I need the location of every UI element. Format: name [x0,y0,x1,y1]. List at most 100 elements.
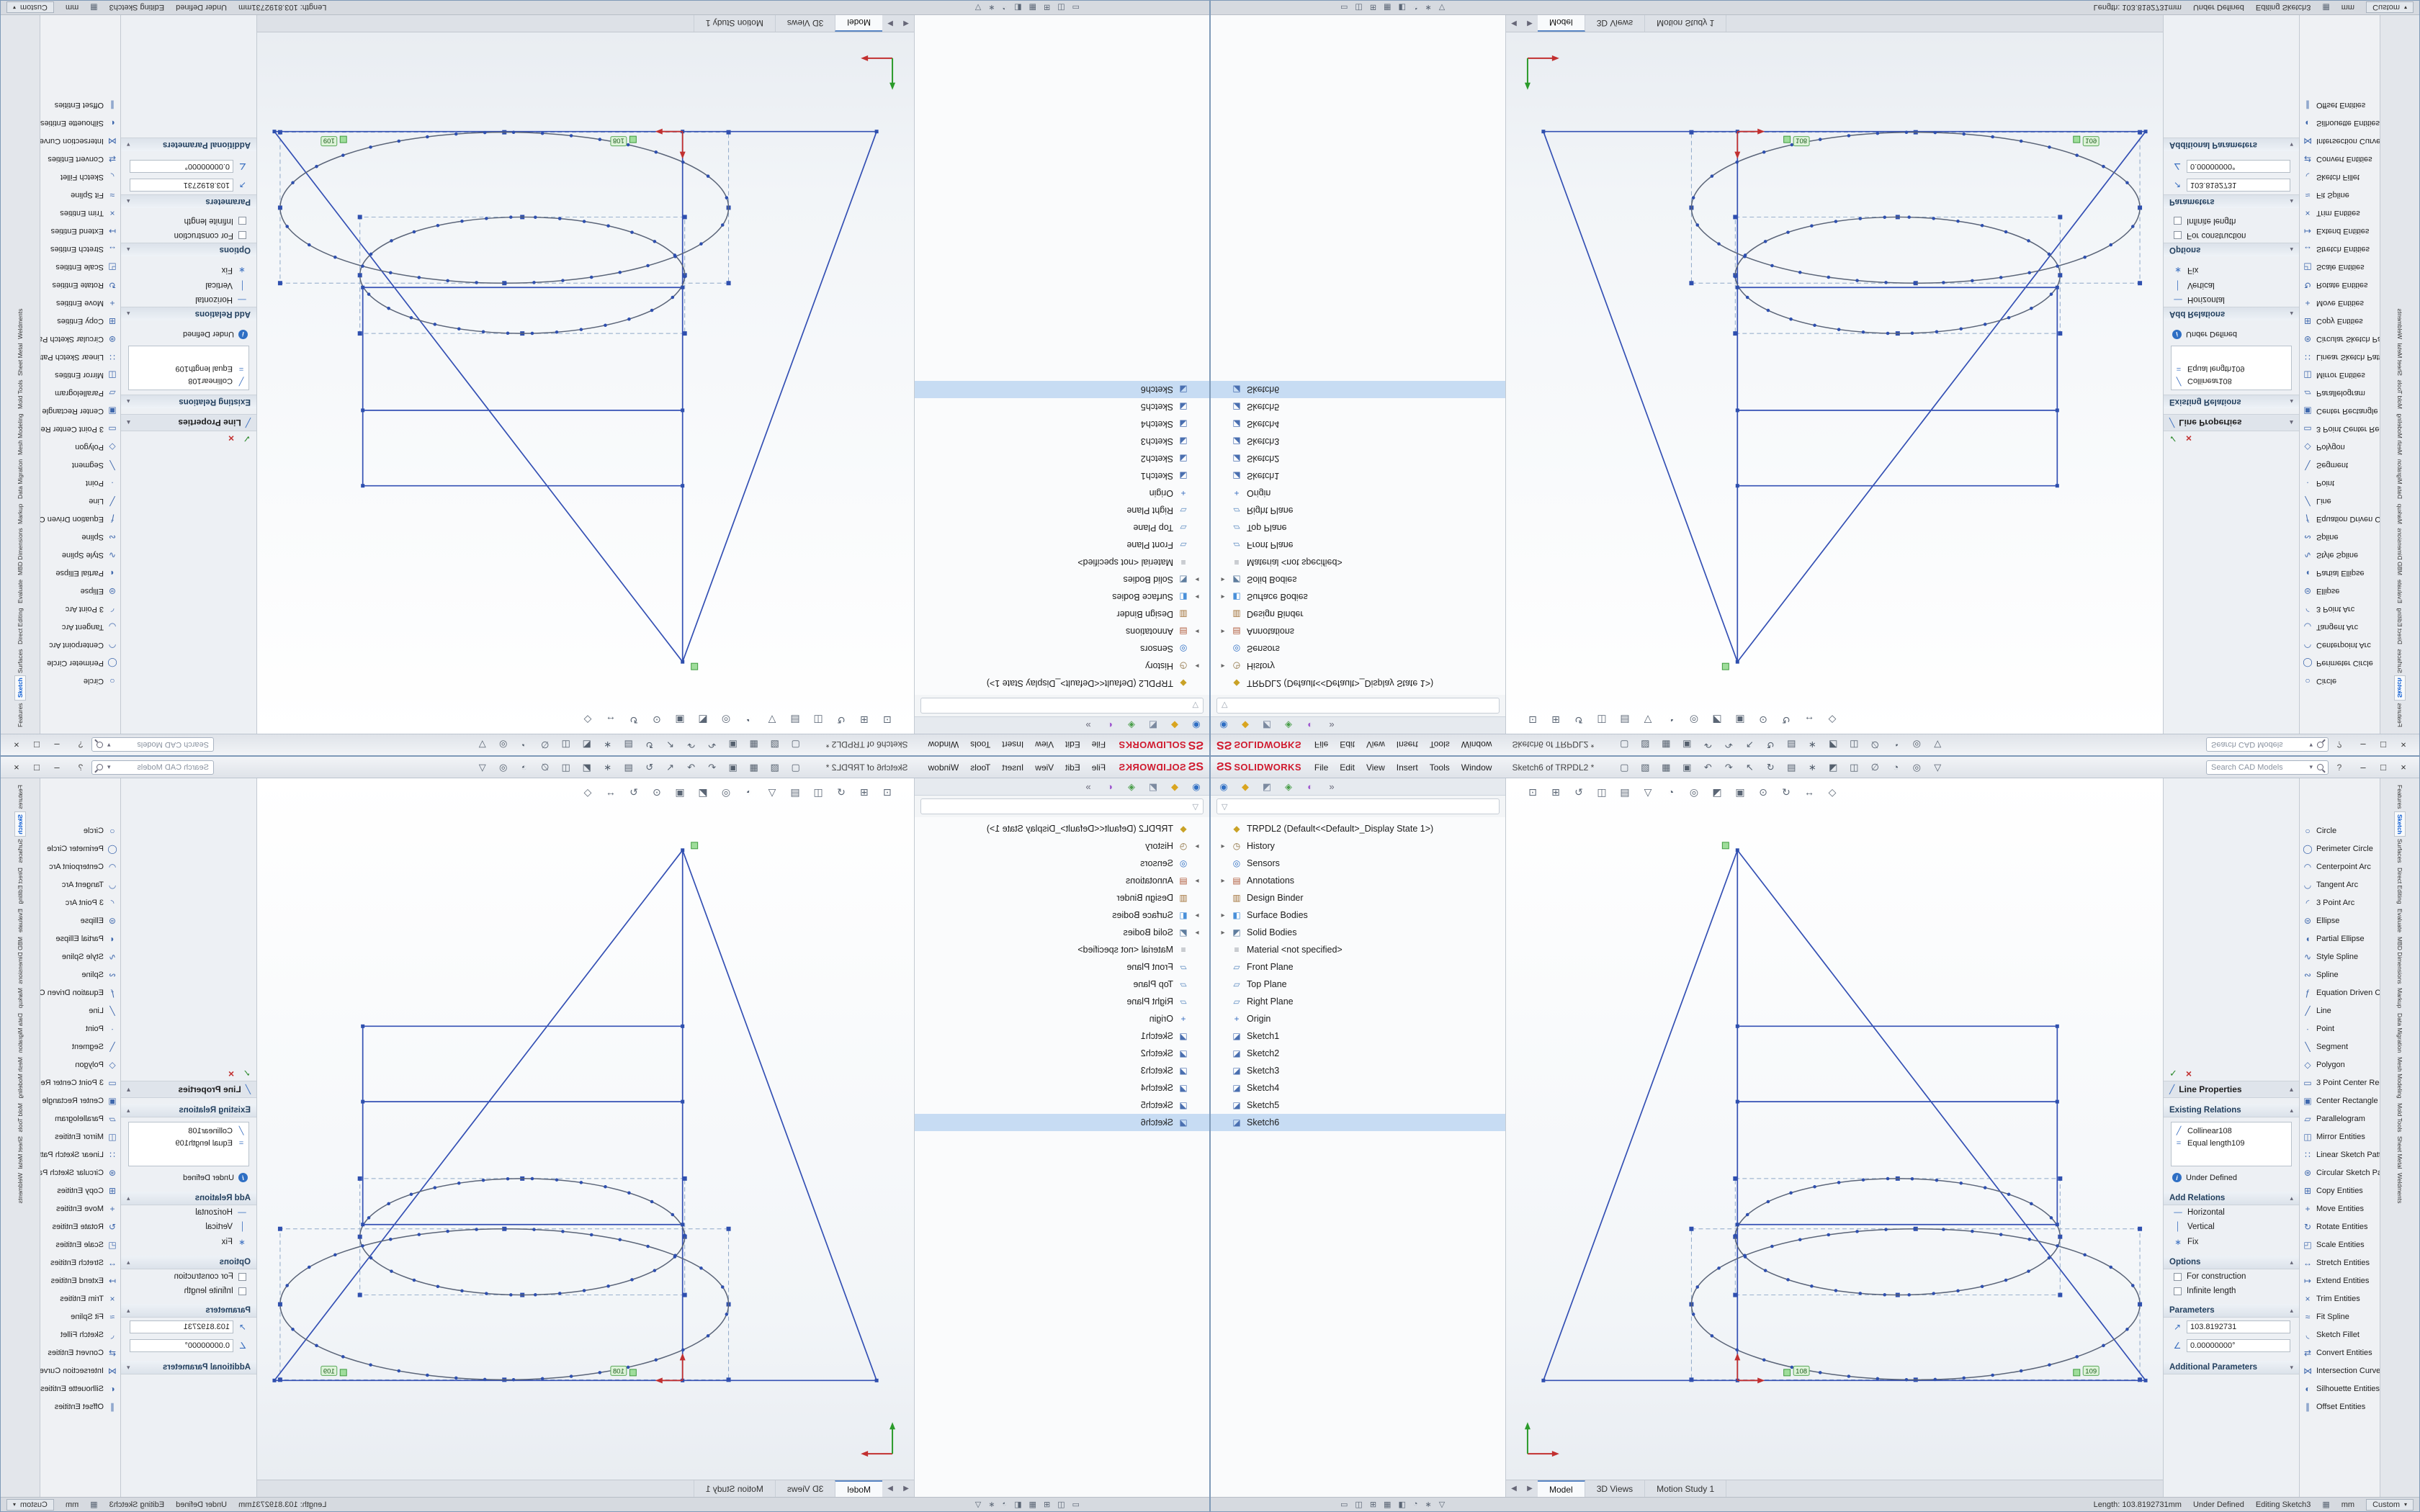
options-header[interactable]: Options ▴ [2164,1256,2299,1269]
sketch-tool-item[interactable]: ◐ Silhouette Entities [2300,1380,2380,1398]
horizontal-relation-button[interactable]: — Horizontal [121,1205,256,1220]
commandmanager-tab[interactable]: Data Migration [2396,459,2403,500]
tree-item[interactable]: + Origin [1211,485,1505,502]
previous-view-icon[interactable]: ↺ [1571,784,1587,800]
commandmanager-tab[interactable]: Features [2396,785,2403,809]
tree-item[interactable]: ▱ Front Plane [1211,536,1505,554]
sketch-tool-item[interactable]: ∙ Point [2300,1020,2380,1038]
tabs-scroll-left-icon[interactable]: ◀ [903,19,909,27]
chevron-up-icon[interactable]: ▴ [2289,418,2293,427]
sketch-tool-item[interactable]: ▱ Parallelogram [2300,1110,2380,1128]
sketch-vertices[interactable] [272,130,879,664]
sketch-tool-item[interactable]: ╱ Line [2300,1002,2380,1020]
sketch-tool-item[interactable]: ◯ Perimeter Circle [40,654,120,672]
filter-faces-icon[interactable]: ▦ [1384,1500,1392,1509]
tree-item[interactable]: ◪ Sketch1 [915,1027,1209,1045]
tabs-scroll-right-icon[interactable]: ▶ [1527,19,1533,27]
angle-parameter-input[interactable]: 0.00000000° [2187,1339,2290,1352]
filter-edges-icon[interactable]: ⊞ [1369,3,1377,12]
additional-parameters-header[interactable]: Additional Parameters ▾ [2164,1361,2299,1374]
for-construction-checkbox[interactable]: For construction [2164,228,2299,243]
sketch-tool-item[interactable]: × Trim Entities [2300,1290,2380,1308]
help-icon[interactable]: ? [2336,739,2342,750]
sketch-tool-item[interactable]: ƒ Equation Driven Curve [2300,510,2380,528]
for-construction-checkbox[interactable]: For construction [2164,1269,2299,1284]
filter-faces-icon[interactable]: ▦ [1028,3,1036,12]
vertical-relation-button[interactable]: │ Vertical [2164,278,2299,292]
document-tab[interactable]: 3D Views [774,15,835,32]
sketch-tool-item[interactable]: ◠ Centerpoint Arc [2300,858,2380,876]
sketch-tool-item[interactable]: ◡ Tangent Arc [2300,876,2380,894]
measure-icon[interactable]: ∅ [1870,739,1879,751]
length-parameter-input[interactable]: 103.8192731 [2187,1320,2290,1333]
filter-solid-icon[interactable]: ◔ [1412,4,1418,12]
sketch-tool-item[interactable]: ○ Circle [40,822,120,840]
vertical-relation-button[interactable]: │ Vertical [2164,1220,2299,1234]
sketch-tool-item[interactable]: ⊜ Ellipse [40,912,120,930]
expand-tabs-icon[interactable]: » [1085,781,1091,792]
view-orientation-icon[interactable]: ▽ [764,784,780,800]
sketch-tool-item[interactable]: ↻ Rotate Entities [40,276,120,294]
selection-filter-icon[interactable]: ▭ [1340,1500,1348,1509]
sketch-tool-item[interactable]: ◟ Sketch Fillet [40,1326,120,1344]
chevron-down-icon[interactable]: ▾ [107,742,111,749]
ok-button[interactable]: ✓ [243,1068,251,1079]
cancel-button[interactable]: × [2185,1068,2192,1079]
menu-item[interactable]: Edit [1065,762,1080,773]
sketch-ellipses[interactable] [1690,1176,2142,1382]
sketch-tool-item[interactable]: ◇ Polygon [40,1056,120,1074]
select-icon[interactable]: ↖ [1745,761,1754,773]
checkbox-box[interactable] [2174,1287,2182,1295]
section-view-icon[interactable]: ◫ [810,712,826,728]
maximize-button[interactable]: □ [34,762,40,773]
units-label[interactable]: mm [65,3,79,12]
tree-item[interactable]: ◎ Sensors [915,640,1209,657]
tree-item[interactable]: ◪ Sketch4 [1211,415,1505,433]
chevron-up-icon[interactable]: ▴ [127,1085,131,1094]
commandmanager-tab[interactable]: Mold Tools [2396,379,2403,410]
infinite-length-checkbox[interactable]: Infinite length [2164,214,2299,228]
expand-arrow-icon[interactable]: ▸ [1195,662,1199,670]
annotation-views-icon[interactable]: ▤ [1617,784,1633,800]
sketch-tool-item[interactable]: ◜ 3 Point Arc [40,600,120,618]
tree-item[interactable]: ▱ Front Plane [915,958,1209,976]
filter-vertices-icon[interactable]: ◫ [1057,3,1065,12]
additional-parameters-header[interactable]: Additional Parameters ▾ [121,1361,256,1374]
filter-dropdown-icon[interactable]: ▽ [1438,3,1446,12]
horizontal-relation-button[interactable]: — Horizontal [2164,292,2299,307]
appearances-icon[interactable]: ◩ [1829,739,1838,751]
new-file-icon[interactable]: ▢ [1620,761,1629,773]
hide-items-icon[interactable]: ◎ [718,784,734,800]
commandmanager-tab[interactable]: Sheet Metal [17,1136,24,1169]
commandmanager-tab[interactable]: Sketch [14,675,26,701]
fix-relation-button[interactable]: ∗ Fix [121,262,256,278]
redo-icon[interactable]: ↷ [687,761,696,773]
sketch-tool-item[interactable]: ▣ Center Rectangle [40,1092,120,1110]
menu-item[interactable]: Tools [1429,762,1450,773]
chevron-down-icon[interactable]: ▾ [2309,763,2313,770]
commandmanager-tab[interactable]: Markup [17,503,24,524]
grid-icon[interactable]: ▦ [90,1500,98,1509]
tree-item[interactable]: ▥ Design Binder [915,889,1209,906]
horizontal-relation-button[interactable]: — Horizontal [121,292,256,307]
fix-relation-button[interactable]: ∗ Fix [2164,262,2299,278]
sketch-tool-item[interactable]: ◜ 3 Point Arc [2300,894,2380,912]
commandmanager-tab[interactable]: Features [17,785,24,809]
sketch-tool-item[interactable]: ∷ Linear Sketch Pattern [40,1146,120,1164]
previous-view-icon[interactable]: ↺ [833,712,849,728]
featuremanager-tab-icon[interactable]: ◉ [1219,780,1228,792]
filter-solid-icon[interactable]: ◔ [1412,1500,1418,1508]
ok-button[interactable]: ✓ [2169,433,2177,444]
tree-item[interactable]: ▱ Right Plane [915,993,1209,1010]
apply-scene-icon[interactable]: ▣ [672,712,688,728]
expand-tabs-icon[interactable]: » [1085,720,1091,731]
sketch-vertices[interactable] [1541,130,2148,664]
tree-item[interactable]: ▸ ◧ Surface Bodies [915,588,1209,606]
commandmanager-tab[interactable]: Data Migration [17,459,24,500]
expand-arrow-icon[interactable]: ▸ [1221,662,1225,670]
commandmanager-tab[interactable]: Sketch [2394,675,2406,701]
vertical-relation-button[interactable]: │ Vertical [121,1220,256,1234]
tree-item[interactable]: ▸ ◷ History [915,837,1209,855]
commandmanager-tab[interactable]: Direct Editing [17,867,24,904]
tree-item[interactable]: ▱ Front Plane [915,536,1209,554]
